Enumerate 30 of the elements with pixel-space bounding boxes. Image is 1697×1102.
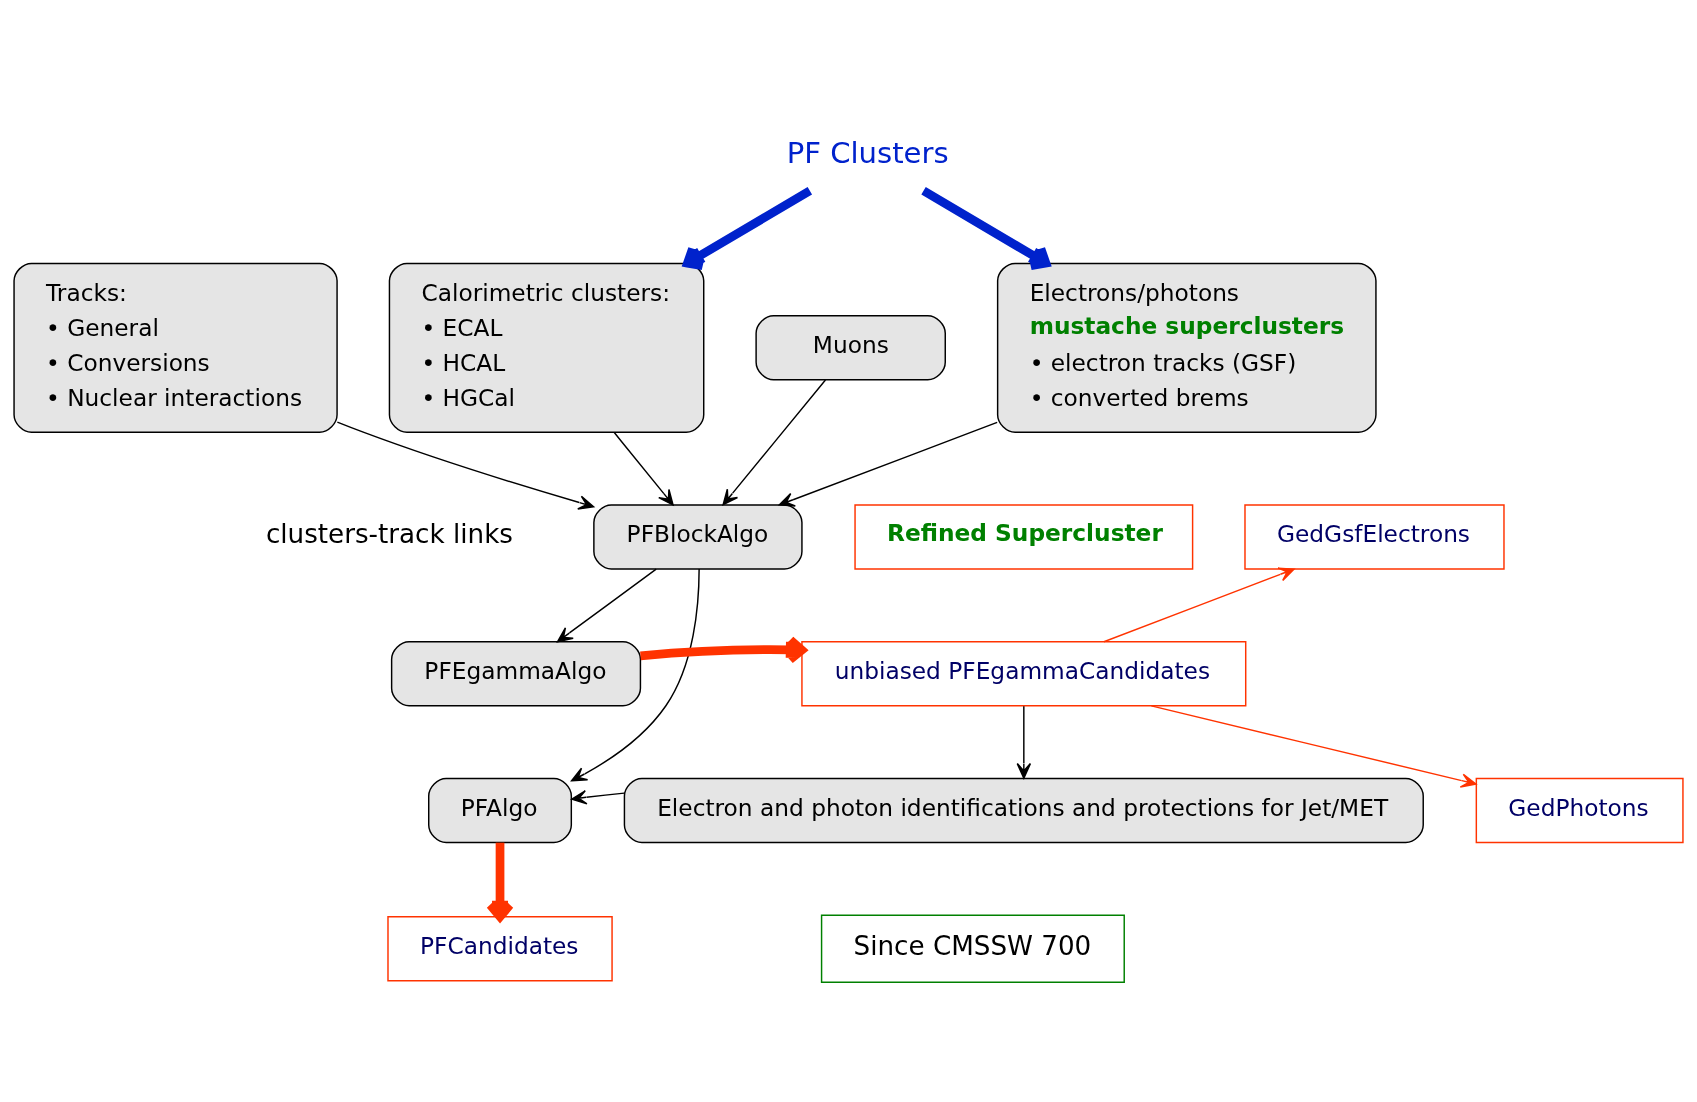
arrow	[1150, 704, 1477, 788]
arrow	[683, 186, 813, 270]
node-box: Since CMSSW 700	[820, 914, 1125, 983]
arrow	[640, 635, 807, 664]
node-box: Muons	[755, 314, 946, 381]
arrow	[570, 567, 700, 781]
label: clusters-track links	[265, 518, 513, 549]
node-box: Tracks: • General • Conversions • Nuclear interactions	[13, 262, 338, 433]
node-box: unbiased PFEgammaCandidates	[801, 640, 1247, 706]
node-box: Electrons/photons mustache superclusters • electron tracks (GSF) • converted brems	[996, 262, 1377, 433]
arrow	[722, 378, 827, 505]
arrow	[778, 421, 998, 507]
node-box: PFEgammaAlgo	[390, 640, 642, 706]
node-box: PFAlgo	[428, 777, 573, 843]
arrow	[485, 842, 515, 921]
node-box: GedPhotons	[1475, 777, 1684, 843]
arrow	[1016, 705, 1032, 779]
node-text: PF Clusters	[786, 135, 949, 170]
node-box: Refined Supercluster	[854, 503, 1194, 570]
node-box: Calorimetric clusters: • ECAL • HCAL • HGCal	[388, 262, 705, 433]
arrow	[336, 420, 595, 510]
arrow	[570, 789, 625, 805]
node-box: Electron and photon identifications and protections for Jet/MET	[623, 777, 1424, 843]
node-box: PFBlockAlgo	[593, 503, 803, 570]
arrow	[1103, 566, 1295, 642]
arrow	[921, 186, 1051, 270]
arrow	[556, 567, 657, 642]
node-box: PFCandidates	[387, 915, 613, 981]
node-box: GedGsfElectrons	[1244, 503, 1505, 570]
arrow	[613, 431, 674, 506]
